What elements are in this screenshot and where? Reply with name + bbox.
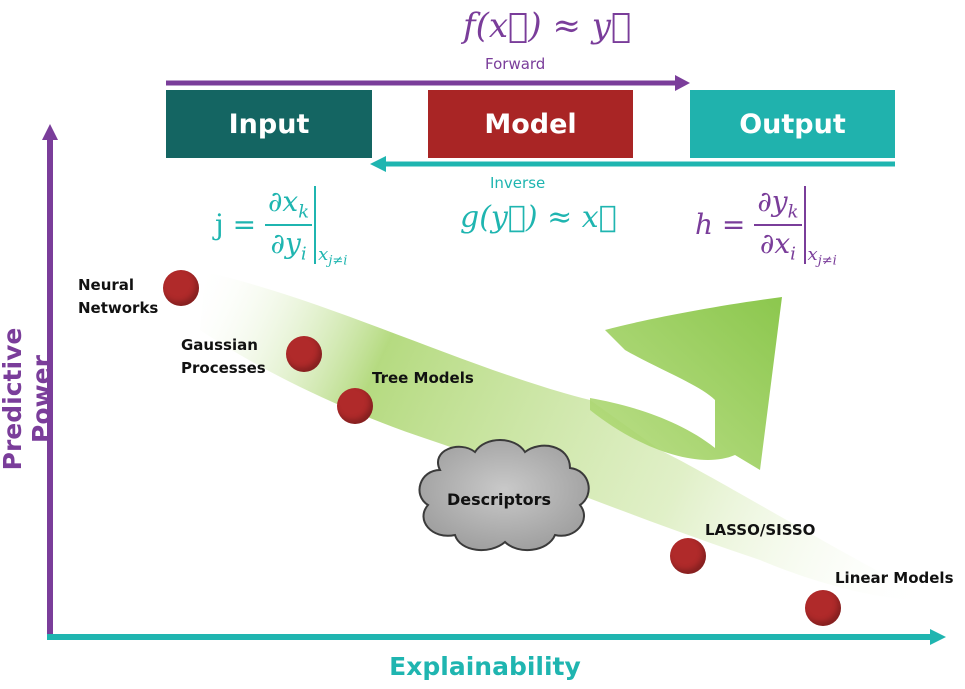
jacobian-fraction: ∂xk ∂yi bbox=[264, 185, 313, 265]
x-axis-title: Explainability bbox=[389, 652, 581, 681]
model-box: Model bbox=[428, 90, 633, 158]
inverse-arrowhead bbox=[370, 156, 386, 172]
jacobian-denominator-sub: i bbox=[300, 243, 307, 265]
descriptors-cloud bbox=[418, 439, 590, 552]
lasso-sisso-label: LASSO/SISSO bbox=[705, 521, 816, 539]
sensitivity-numerator-sub: k bbox=[787, 201, 799, 223]
inverse-label: Inverse bbox=[490, 174, 546, 192]
tree-models-dot bbox=[337, 388, 373, 424]
lasso-sisso-dot bbox=[670, 538, 706, 574]
trend-arrow-head bbox=[590, 297, 782, 470]
gaussian-processes-dot bbox=[286, 336, 322, 372]
sensitivity-equation: h = ∂yk ∂xi xj≠i bbox=[695, 185, 837, 269]
forward-arrowhead bbox=[675, 75, 690, 91]
jacobian-numerator: ∂x bbox=[267, 185, 299, 218]
input-box: Input bbox=[166, 90, 372, 158]
sensitivity-denominator-sub: i bbox=[790, 243, 796, 265]
linear-models-dot bbox=[805, 590, 841, 626]
sensitivity-eval-sub: xj≠i bbox=[807, 244, 837, 269]
sensitivity-fraction: ∂yk ∂xi bbox=[754, 185, 802, 265]
y-axis-title: Predictive Power bbox=[0, 327, 56, 471]
sensitivity-lhs: h = bbox=[695, 208, 746, 242]
jacobian-numerator-sub: k bbox=[298, 201, 310, 223]
forward-label: Forward bbox=[485, 55, 546, 73]
y-axis-arrowhead bbox=[42, 124, 58, 140]
linear-models-label: Linear Models bbox=[835, 569, 954, 587]
jacobian-eval-bar bbox=[314, 185, 317, 264]
jacobian-eval-sub: xj≠i bbox=[318, 244, 348, 269]
trend-arrow-body bbox=[200, 272, 935, 602]
descriptors-label: Descriptors bbox=[447, 490, 552, 509]
neural-networks-dot bbox=[163, 270, 199, 306]
jacobian-denominator: ∂y bbox=[270, 226, 301, 260]
sensitivity-eval-bar bbox=[803, 185, 806, 264]
jacobian-equation: j = ∂xk ∂yi xj≠i bbox=[215, 185, 348, 269]
sensitivity-denominator: ∂x bbox=[759, 226, 791, 260]
tree-models-label: Tree Models bbox=[372, 369, 474, 387]
output-box: Output bbox=[690, 90, 895, 158]
jacobian-lhs: j = bbox=[215, 208, 257, 242]
sensitivity-numerator: ∂y bbox=[757, 185, 788, 218]
x-axis-arrowhead bbox=[930, 629, 946, 645]
forward-equation: f(x⃗) ≈ y⃗ bbox=[463, 6, 632, 46]
inverse-equation: g(y⃗) ≈ x⃗ bbox=[460, 200, 617, 235]
